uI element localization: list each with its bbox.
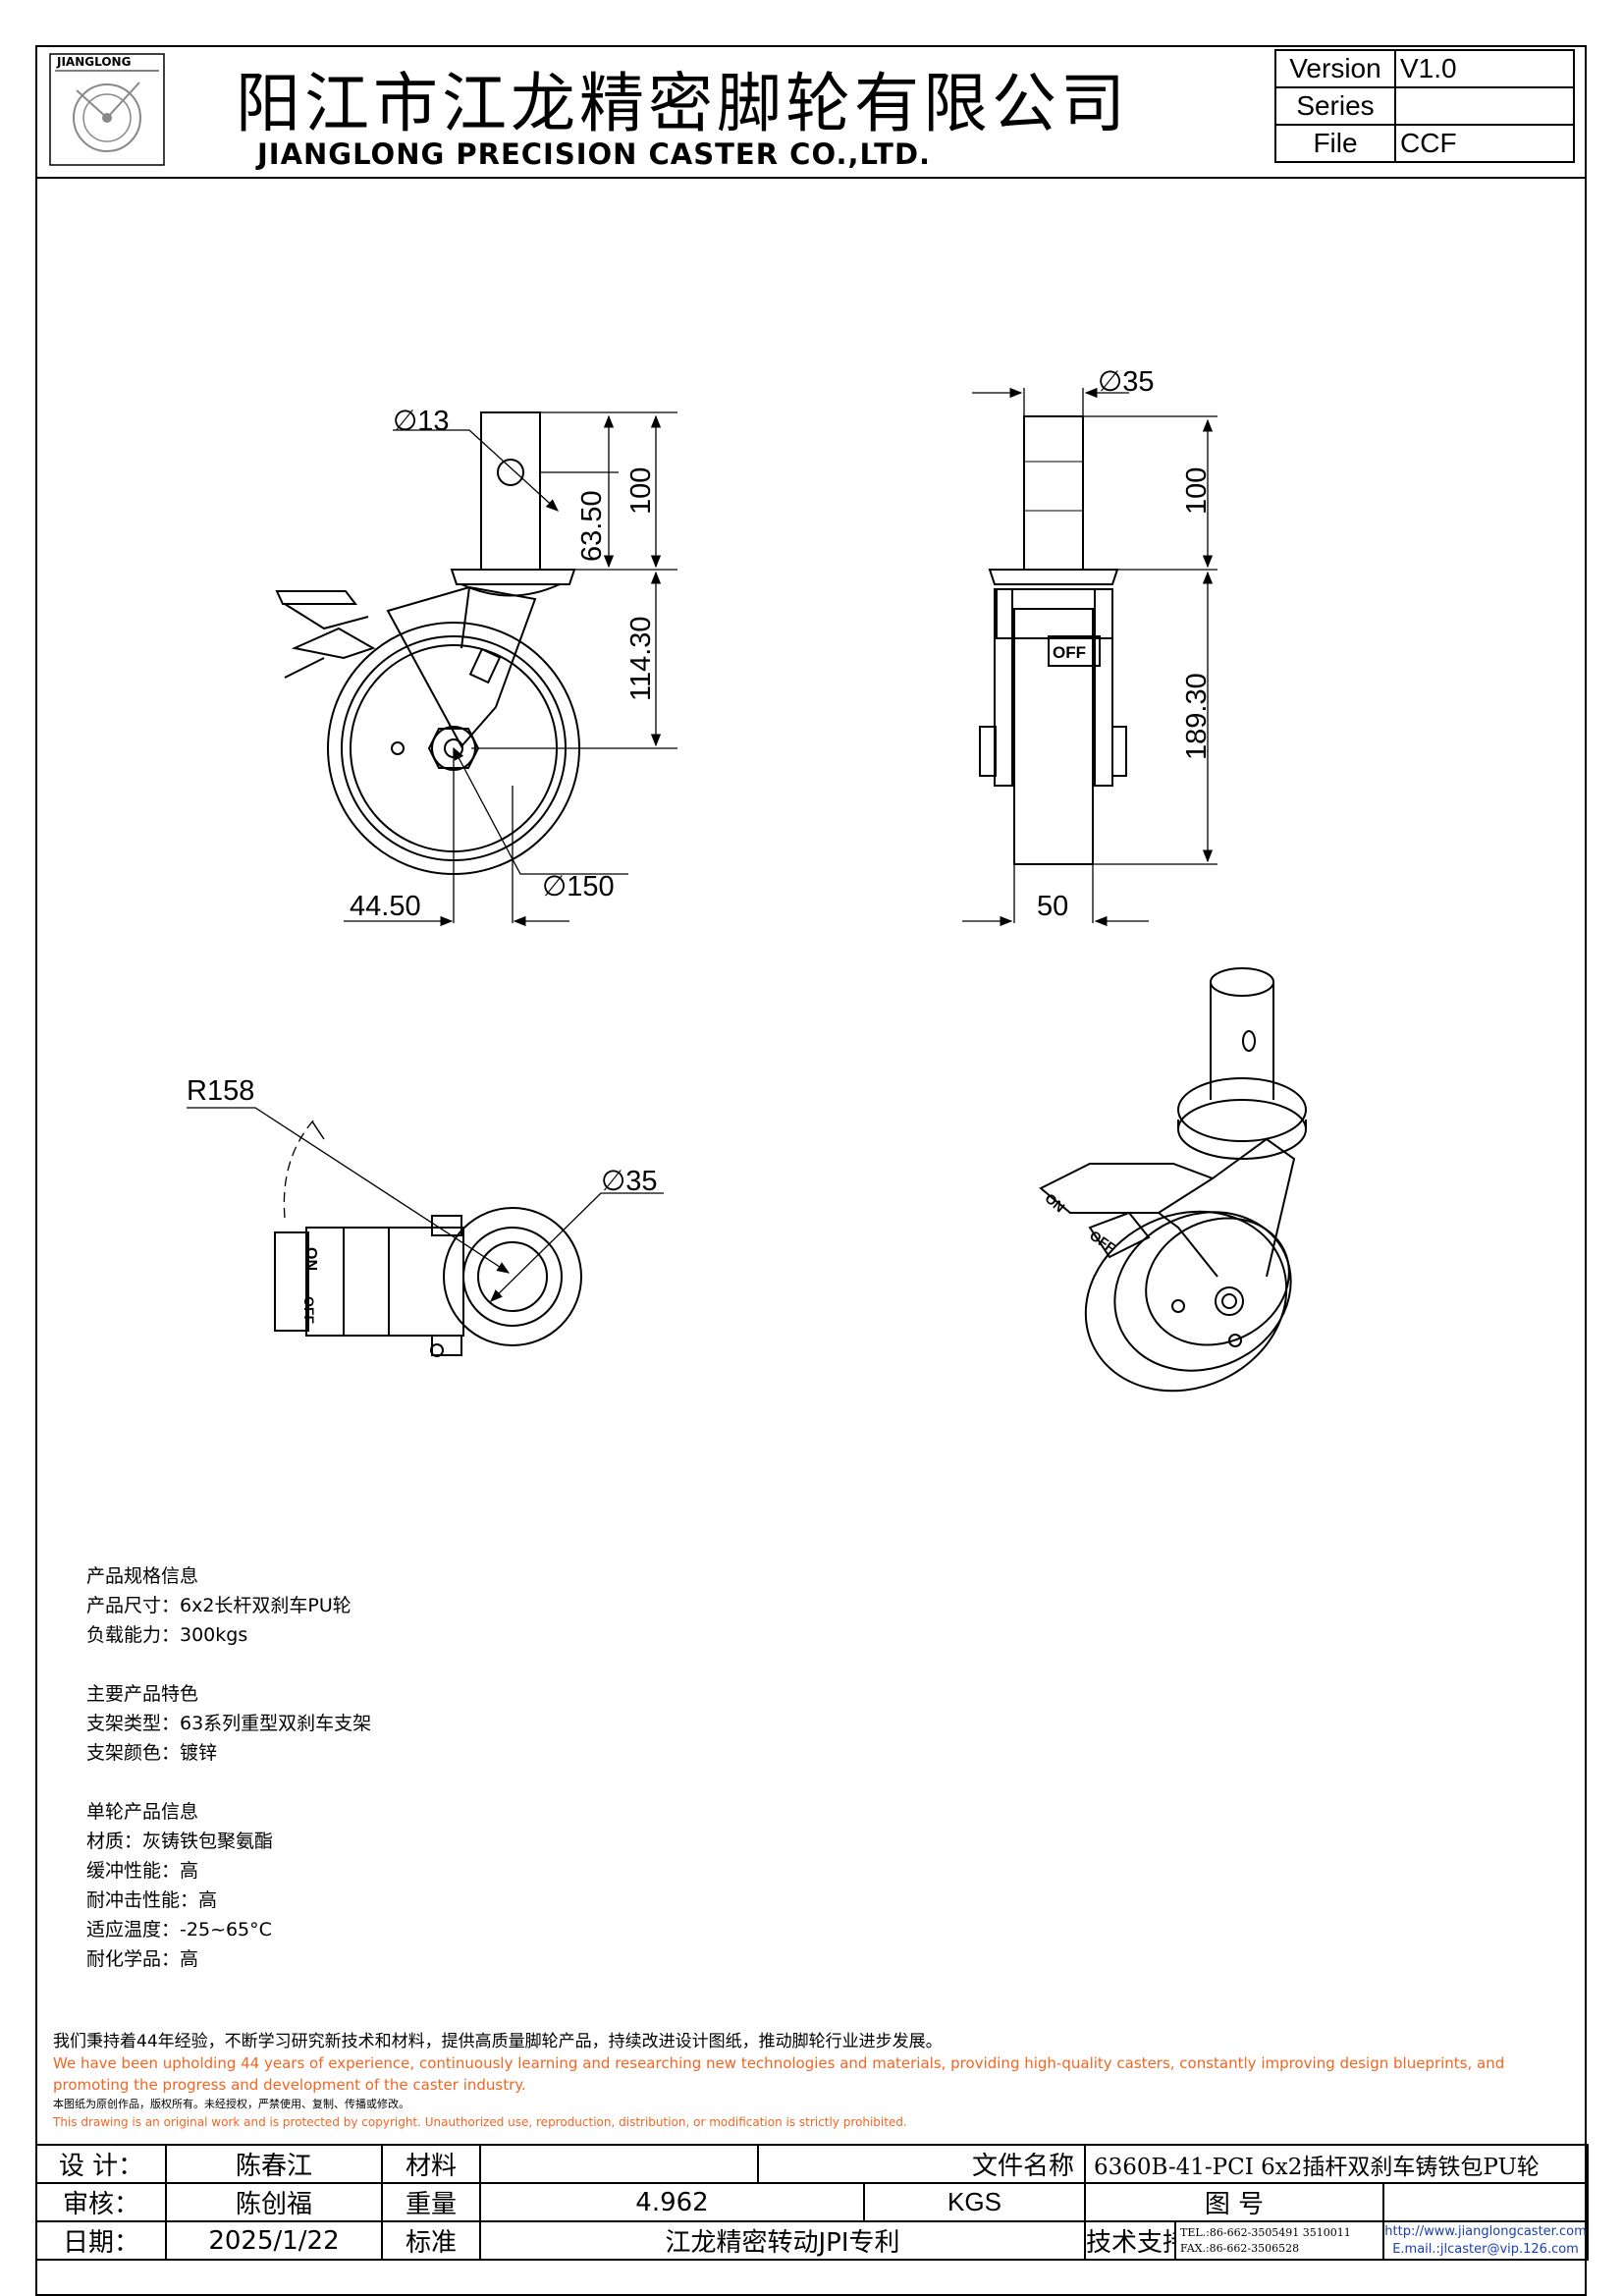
contact-phone: TEL.:86-662-3505491 3510011 FAX.:86-662-…	[1174, 2220, 1385, 2261]
logo-text: JIANGLONG	[57, 55, 132, 69]
dim-axle-height: 114.30	[625, 616, 657, 701]
side-view	[275, 411, 580, 875]
company-logo	[49, 53, 165, 166]
dim-stem-diameter: ∅35	[1098, 366, 1155, 398]
specs-group-title: 主要产品特色	[86, 1683, 199, 1705]
series-value	[1394, 86, 1575, 126]
website-link[interactable]: http://www.jianglongcaster.com	[1384, 2223, 1587, 2239]
email-link[interactable]: E.mail.:jlcaster@vip.126.com	[1392, 2241, 1579, 2257]
spec-cushion: 缓冲性能：高	[86, 1860, 199, 1882]
dim-stem-length-side: 100	[625, 467, 657, 515]
notice-en: We have been upholding 44 years of exper…	[53, 2054, 1505, 2094]
dim-wheel-diameter: ∅150	[542, 871, 615, 902]
front-view-dims	[962, 387, 1217, 927]
drawing-frame	[35, 45, 1587, 2296]
dim-stem-hole-pos: 63.50	[576, 490, 608, 562]
technical-drawings: ∅13 63.50 100 114.30 ∅150 44.50 OFF ∅35 …	[187, 366, 1307, 1393]
company-notice: 我们秉持着44年经验，不断学习研究新技术和材料，提供高质量脚轮产品，持续改进设计…	[53, 2031, 1585, 2131]
date-label: 日期：	[35, 2220, 167, 2261]
header-divider	[35, 177, 1587, 179]
design-value: 陈春江	[165, 2144, 383, 2184]
company-name-en: JIANGLONG PRECISION CASTER CO.,LTD.	[257, 137, 932, 171]
title-block: 设 计： 陈春江 材料 文件名称 6360B-41-PCI 6x2插杆双刹车铸铁…	[35, 2144, 1590, 2261]
spec-material: 材质：灰铸铁包聚氨酯	[86, 1831, 274, 1852]
fax: FAX.:86-662-3506528	[1180, 2241, 1300, 2255]
review-label: 审核：	[35, 2182, 167, 2222]
specs-group-title: 产品规格信息	[86, 1565, 199, 1587]
tel: TEL.:86-662-3505491 3510011	[1180, 2225, 1351, 2239]
drawing-no-label: 图 号	[1084, 2182, 1385, 2222]
file-value: CCF	[1394, 124, 1575, 163]
dim-total-height: 189.30	[1181, 673, 1213, 760]
company-name-cn: 阳江市江龙精密脚轮有限公司	[236, 66, 1129, 141]
notice-cn: 我们秉持着44年经验，不断学习研究新技术和材料，提供高质量脚轮产品，持续改进设计…	[53, 2032, 943, 2051]
side-view-dims	[344, 411, 677, 927]
spec-temperature: 适应温度：-25~65°C	[86, 1919, 272, 1941]
file-label: File	[1274, 124, 1396, 163]
support-label: 技术支持	[1084, 2220, 1177, 2261]
brake-off-label-front: OFF	[1053, 643, 1086, 662]
version-value: V1.0	[1394, 49, 1575, 88]
contact-web: http://www.jianglongcaster.com E.mail.:j…	[1382, 2220, 1590, 2261]
spec-load: 负载能力：300kgs	[86, 1624, 248, 1646]
top-view	[274, 1119, 582, 1357]
spec-size: 产品尺寸：6x2长杆双刹车PU轮	[86, 1595, 352, 1616]
brake-on-label-top: ON	[302, 1247, 319, 1271]
drawing-no-value	[1382, 2182, 1590, 2222]
filename-label: 文件名称	[756, 2144, 1087, 2184]
dim-swivel-radius: R158	[187, 1075, 254, 1107]
date-value: 2025/1/22	[165, 2220, 383, 2261]
spec-bracket-color: 支架颜色：镀锌	[86, 1742, 218, 1764]
weight-unit: KGS	[862, 2182, 1087, 2222]
dim-offset: 44.50	[350, 891, 421, 922]
filename-value: 6360B-41-PCI 6x2插杆双刹车铸铁包PU轮	[1084, 2144, 1590, 2184]
product-specs: 产品规格信息 产品尺寸：6x2长杆双刹车PU轮 负载能力：300kgs 主要产品…	[86, 1561, 371, 1974]
weight-value: 4.962	[479, 2182, 865, 2222]
dim-stem-diameter-top: ∅35	[601, 1166, 658, 1197]
specs-group-title: 单轮产品信息	[86, 1801, 199, 1823]
review-value: 陈创福	[165, 2182, 383, 2222]
version-label: Version	[1274, 49, 1396, 88]
material-label: 材料	[381, 2144, 481, 2184]
copyright-en: This drawing is an original work and is …	[53, 2115, 907, 2129]
dim-stem-length-front: 100	[1181, 467, 1213, 515]
standard-label: 标准	[381, 2220, 481, 2261]
spec-impact: 耐冲击性能：高	[86, 1889, 218, 1911]
dim-pin-hole: ∅13	[393, 406, 450, 437]
design-label: 设 计：	[35, 2144, 167, 2184]
spec-chemical: 耐化学品：高	[86, 1948, 199, 1970]
weight-label: 重量	[381, 2182, 481, 2222]
top-view-dims	[187, 1107, 664, 1302]
series-label: Series	[1274, 86, 1396, 126]
front-view	[979, 415, 1127, 865]
material-value	[479, 2144, 759, 2184]
dim-wheel-width: 50	[1037, 891, 1068, 922]
copyright-cn: 本图纸为原创作品，版权所有。未经授权，严禁使用、复制、传播或修改。	[53, 2098, 409, 2110]
isometric-view	[1039, 967, 1307, 1393]
brake-off-label-top: OFF	[301, 1296, 317, 1324]
spec-bracket-type: 支架类型：63系列重型双刹车支架	[86, 1713, 372, 1734]
standard-value: 江龙精密转动JPI专利	[478, 2220, 1087, 2261]
